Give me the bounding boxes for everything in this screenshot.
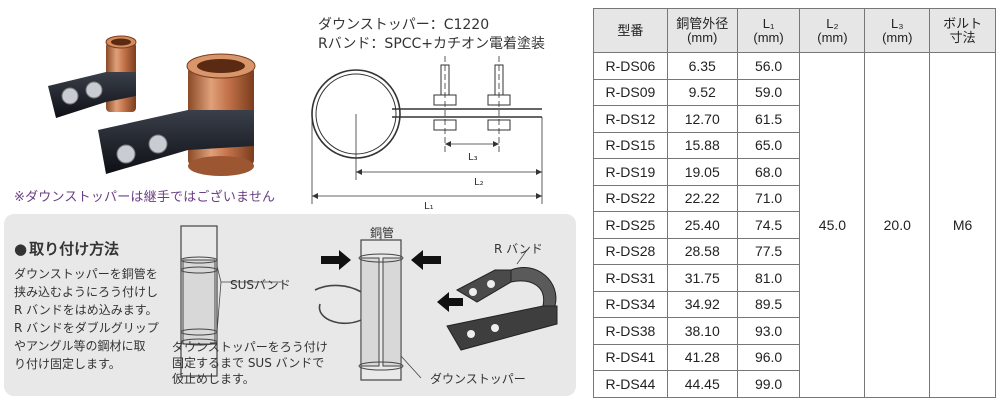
table-row: R-DS41 41.28 96.0 xyxy=(593,343,996,371)
cell-l1: 74.5 xyxy=(736,211,801,239)
cell-l3-common: 20.0 xyxy=(864,52,931,398)
l3-dimension-label: L₃ xyxy=(468,152,478,163)
copper-pipe-label: 銅管 xyxy=(370,226,395,240)
table-row: R-DS44 44.45 99.0 xyxy=(593,370,996,398)
cell-model: R-DS09 xyxy=(593,78,668,106)
cell-outer-diameter: 38.10 xyxy=(666,317,738,345)
table-row: R-DS28 28.58 77.5 xyxy=(593,237,996,265)
header-l1: L₁(mm) xyxy=(736,8,801,53)
installation-panel xyxy=(4,214,576,396)
cell-l1: 96.0 xyxy=(736,343,801,371)
cell-l1: 65.0 xyxy=(736,131,801,159)
cell-outer-diameter: 22.22 xyxy=(666,184,738,212)
cell-outer-diameter: 31.75 xyxy=(666,264,738,292)
material-spec-stopper: ダウンストッパー：C1220 xyxy=(318,17,490,33)
cell-outer-diameter: 34.92 xyxy=(666,290,738,318)
cell-l1: 93.0 xyxy=(736,317,801,345)
cell-l1: 77.5 xyxy=(736,237,801,265)
table-row: R-DS19 19.05 68.0 xyxy=(593,158,996,186)
sus-band-label: SUSバンド xyxy=(230,278,291,292)
cell-outer-diameter: 15.88 xyxy=(666,131,738,159)
dimension-diagram: L₃ L₂ L₁ xyxy=(311,56,543,212)
cell-model: R-DS41 xyxy=(593,343,668,371)
header-model: 型番 xyxy=(593,8,668,53)
cell-outer-diameter: 44.45 xyxy=(666,370,738,398)
installation-text-line: R バンドをはめ込みます。 xyxy=(14,303,158,317)
cell-model: R-DS15 xyxy=(593,131,668,159)
cell-l1: 61.5 xyxy=(736,105,801,133)
table-row: R-DS25 25.40 74.5 xyxy=(593,211,996,239)
down-stopper-label: ダウンストッパー xyxy=(430,372,526,386)
install-caption-line: ダウンストッパーをろう付け xyxy=(172,340,328,354)
table-row: R-DS31 31.75 81.0 xyxy=(593,264,996,292)
installation-heading-text: 取り付け方法 xyxy=(29,240,120,258)
cell-model: R-DS25 xyxy=(593,211,668,239)
cell-l1: 56.0 xyxy=(736,52,801,80)
cell-l1: 99.0 xyxy=(736,370,801,398)
cell-model: R-DS06 xyxy=(593,52,668,80)
header-l3: L₃(mm) xyxy=(864,8,931,53)
product-photo xyxy=(48,35,256,176)
cell-outer-diameter: 12.70 xyxy=(666,105,738,133)
installation-text-line: り付け固定します。 xyxy=(14,357,121,371)
cell-l1: 71.0 xyxy=(736,184,801,212)
install-caption-line: 仮止めします。 xyxy=(172,372,255,386)
cell-outer-diameter: 41.28 xyxy=(666,343,738,371)
cell-model: R-DS34 xyxy=(593,290,668,318)
installation-text-line: ダウンストッパーを銅管を xyxy=(14,267,158,281)
l1-dimension-label: L₁ xyxy=(424,201,434,212)
l2-dimension-label: L₂ xyxy=(474,177,484,188)
installation-heading: ●取り付け方法 xyxy=(14,238,119,259)
cell-l2-common: 45.0 xyxy=(799,52,866,398)
cell-model: R-DS22 xyxy=(593,184,668,212)
cell-outer-diameter: 25.40 xyxy=(666,211,738,239)
installation-illustration xyxy=(180,225,558,381)
cell-model: R-DS31 xyxy=(593,264,668,292)
cell-model: R-DS28 xyxy=(593,237,668,265)
cell-l1: 89.5 xyxy=(736,290,801,318)
installation-text-line: R バンドをダブルグリップ xyxy=(14,321,159,335)
r-band-label: R バンド xyxy=(494,242,543,256)
bullet-icon: ● xyxy=(14,240,28,258)
table-row: R-DS15 15.88 65.0 xyxy=(593,131,996,159)
cell-outer-diameter: 19.05 xyxy=(666,158,738,186)
installation-text-line: やアングル等の鋼材に取 xyxy=(14,339,146,353)
install-caption-line: 固定するまで SUS バンドで xyxy=(172,356,325,370)
photo-note: ※ダウンストッパーは継手ではございません xyxy=(14,190,276,205)
table-row: R-DS38 38.10 93.0 xyxy=(593,317,996,345)
header-bolt-size: ボルト寸法 xyxy=(929,8,996,53)
material-spec-band: Rバンド：SPCC+カチオン電着塗装 xyxy=(318,36,546,52)
cell-l1: 81.0 xyxy=(736,264,801,292)
table-header-row: 型番 銅管外径(mm) L₁(mm) L₂(mm) L₃(mm) ボルト寸法 xyxy=(593,8,996,53)
cell-l1: 68.0 xyxy=(736,158,801,186)
cell-bolt-common: M6 xyxy=(929,52,996,398)
table-row: R-DS12 12.70 61.5 xyxy=(593,105,996,133)
header-outer-diameter: 銅管外径(mm) xyxy=(666,8,738,53)
cell-l1: 59.0 xyxy=(736,78,801,106)
header-l2: L₂(mm) xyxy=(799,8,866,53)
cell-model: R-DS38 xyxy=(593,317,668,345)
cell-model: R-DS19 xyxy=(593,158,668,186)
cell-model: R-DS12 xyxy=(593,105,668,133)
cell-outer-diameter: 9.52 xyxy=(666,78,738,106)
cell-outer-diameter: 28.58 xyxy=(666,237,738,265)
table-row: R-DS22 22.22 71.0 xyxy=(593,184,996,212)
table-row: R-DS06 6.35 56.0 45.0 20.0 M6 xyxy=(593,52,996,398)
cell-outer-diameter: 6.35 xyxy=(666,52,738,80)
cell-model: R-DS44 xyxy=(593,370,668,398)
installation-text-line: 挟み込むようにろう付けし xyxy=(14,285,159,299)
spec-table: 型番 銅管外径(mm) L₁(mm) L₂(mm) L₃(mm) ボルト寸法 R… xyxy=(593,8,996,398)
